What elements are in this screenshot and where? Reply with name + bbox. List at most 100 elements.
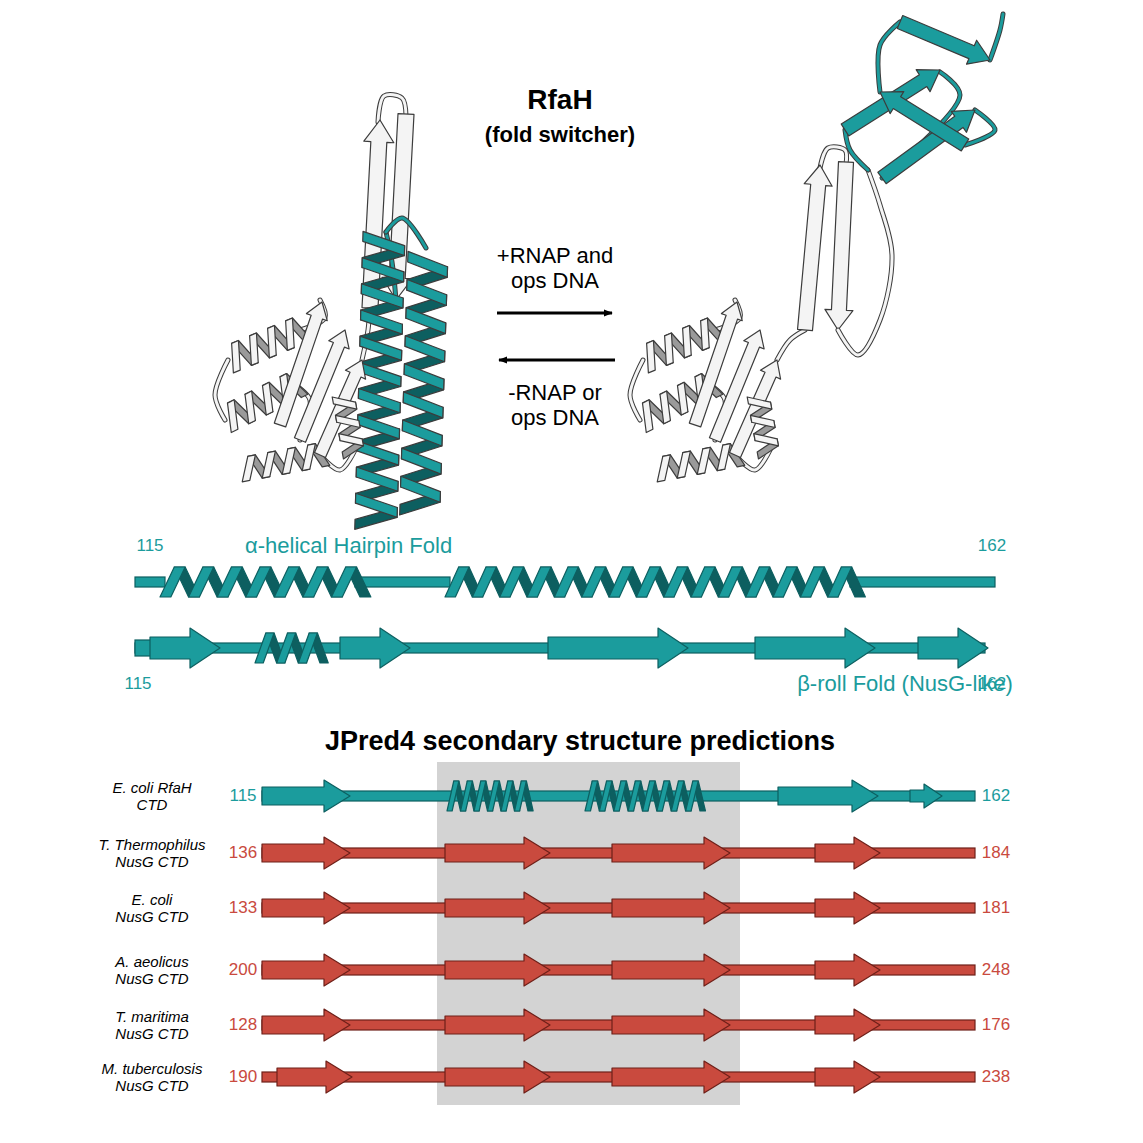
helix-ribbon (674, 325, 701, 357)
helix-ribbon (405, 308, 446, 334)
residue-number: 115 (229, 786, 256, 806)
helix-ribbon (407, 251, 448, 277)
strand-arrow (445, 1061, 550, 1093)
residue-number: 162 (982, 786, 1010, 806)
helix-ribbon (773, 567, 797, 597)
rfah-beta-state (777, 10, 1003, 360)
residue-number: 136 (229, 843, 257, 863)
helix-ribbon (527, 567, 551, 597)
helix-ribbon (669, 382, 697, 415)
coil-loop (630, 360, 643, 420)
coil-band (850, 577, 995, 587)
residue-number: 115 (124, 674, 151, 694)
residue-number: 133 (229, 898, 257, 918)
strand-arrow (918, 628, 988, 668)
helix-ribbon (362, 258, 405, 282)
strand-arrow (755, 628, 875, 668)
helix-ribbon (360, 310, 403, 334)
residue-number: 238 (982, 1067, 1010, 1087)
helix-ribbon (472, 567, 496, 597)
species-label: E. coli RfaH CTD (111, 779, 193, 814)
helix-ribbon (241, 333, 268, 365)
helix-ribbon (474, 781, 486, 811)
forward-arrow (497, 312, 612, 315)
residue-number: 176 (982, 1015, 1010, 1035)
helix-ribbon (355, 493, 398, 517)
strand-arrow (445, 892, 550, 924)
strand-arrow (340, 628, 410, 668)
helix-ribbon (358, 389, 401, 413)
nusg-prediction (262, 1061, 975, 1093)
helix-ribbon (445, 567, 469, 597)
helix-ribbon (403, 392, 444, 418)
residue-number: 181 (982, 898, 1010, 918)
helix-ribbon (673, 451, 695, 478)
species-label: A. aeolicus NusG CTD (96, 953, 208, 988)
arrow-label: -RNAP or ops DNA (499, 380, 611, 431)
title: RfaH (527, 84, 592, 116)
coil-outline (777, 330, 805, 360)
strand-arrow (262, 1009, 350, 1041)
helix-ribbon (274, 567, 299, 597)
helix-ribbon (406, 279, 447, 305)
ntd-cartoon (630, 298, 787, 481)
helix-ribbon (691, 567, 715, 597)
nusg-prediction (262, 837, 975, 869)
coil-outline (630, 360, 643, 420)
coil-band (355, 577, 450, 587)
nusg-prediction (262, 892, 975, 924)
coil-band (135, 577, 165, 587)
residue-number: 115 (136, 536, 163, 556)
rfah-helical-state (355, 95, 448, 531)
strand-arrow (815, 837, 880, 869)
helix-ribbon (515, 781, 527, 811)
nusg-prediction (262, 954, 975, 986)
helix-ribbon (402, 420, 443, 446)
strand-arrow (310, 356, 372, 460)
strand-arrow (445, 1009, 550, 1041)
helix-ribbon (356, 467, 399, 491)
prediction-rows (262, 780, 975, 1093)
helix-ribbon (671, 781, 684, 811)
strand-arrow (815, 1061, 880, 1093)
strand-arrow (612, 1061, 730, 1093)
helix-ribbon (359, 336, 402, 360)
helix-ribbon (585, 781, 598, 811)
strand-arrow (262, 892, 350, 924)
strand-arrow (612, 954, 730, 986)
coil-outline (878, 22, 900, 92)
helix-ribbon (554, 567, 578, 597)
helix-ribbon (278, 447, 300, 474)
helix-ribbon (255, 633, 274, 663)
strand-arrow (150, 628, 220, 668)
helix-ribbon (656, 333, 683, 365)
strand-arrow (445, 837, 550, 869)
helix-ribbon (636, 567, 660, 597)
strand-arrow (612, 892, 730, 924)
helix-ribbon (400, 476, 441, 502)
residue-number: 190 (229, 1067, 257, 1087)
strand-arrow (548, 628, 688, 668)
helix-ribbon (746, 567, 770, 597)
helix-ribbon (582, 567, 606, 597)
topology-strips (135, 567, 995, 668)
helix-ribbon (628, 781, 641, 811)
coil-loop (777, 330, 805, 360)
strand-arrow (262, 780, 350, 812)
helix-ribbon (336, 411, 361, 431)
residue-number: 184 (982, 843, 1010, 863)
helix-ribbon (298, 633, 317, 663)
subtitle: (fold switcher) (485, 122, 635, 147)
fold-label: α-helical Hairpin Fold (245, 533, 452, 558)
helix-ribbon (461, 781, 473, 811)
highlight-region (437, 762, 740, 1105)
helix-ribbon (638, 340, 665, 372)
coil-outline (215, 360, 228, 420)
species-label: T. Thermophilus NusG CTD (93, 836, 211, 871)
species-label: M. tuberculosis NusG CTD (93, 1060, 211, 1095)
helix-ribbon (362, 231, 405, 255)
helix-ribbon (217, 567, 242, 597)
helix-ribbon (800, 567, 824, 597)
helix-ribbon (828, 567, 852, 597)
helix-ribbon (657, 781, 670, 811)
